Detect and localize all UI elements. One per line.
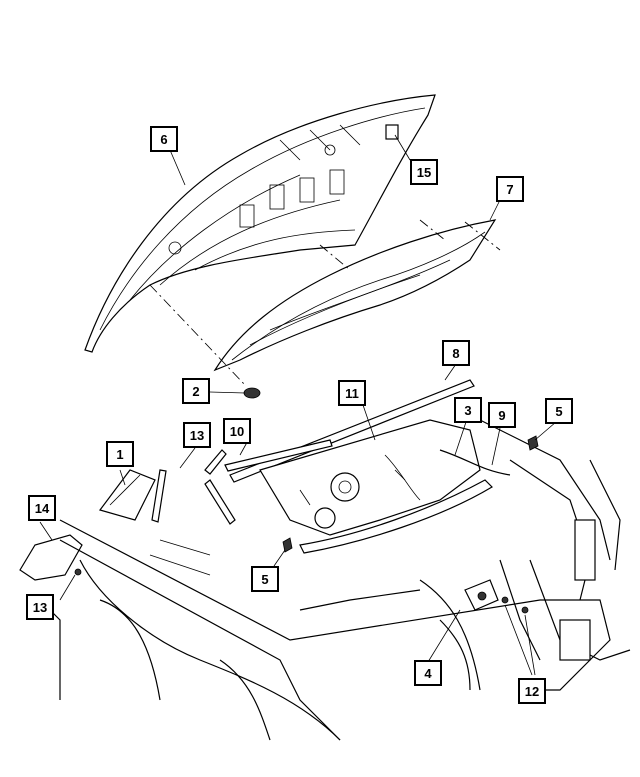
callout-15: 15 [410, 159, 438, 185]
cowl-panel [259, 419, 481, 536]
callout-14: 14 [28, 495, 56, 521]
hood-panel [84, 94, 436, 353]
release-cable [439, 449, 511, 476]
callout-11: 11 [338, 380, 366, 406]
callout-5-right: 5 [545, 398, 573, 424]
hood-latch [464, 579, 499, 611]
callout-13-left: 13 [26, 594, 54, 620]
cowl-seal [224, 439, 333, 472]
hood-hinge [98, 469, 156, 521]
callout-10: 10 [223, 418, 251, 444]
hood-bumper-left [19, 534, 83, 581]
callout-4: 4 [414, 660, 442, 686]
callout-3: 3 [454, 397, 482, 423]
leader-lines [39, 134, 557, 676]
callout-6: 6 [150, 126, 178, 152]
callout-12: 12 [518, 678, 546, 704]
callout-1: 1 [106, 441, 134, 467]
callout-9: 9 [488, 402, 516, 428]
hood-insulator [213, 219, 497, 372]
support-strip [299, 479, 493, 554]
vehicle-front-structure [39, 419, 631, 741]
callout-2: 2 [182, 378, 210, 404]
callout-7: 7 [496, 176, 524, 202]
callout-8: 8 [442, 340, 470, 366]
weatherstrip [229, 379, 475, 483]
callout-5-left: 5 [251, 566, 279, 592]
headlamp-bracket [559, 619, 591, 661]
hood-strut [151, 449, 236, 525]
callout-13-top: 13 [183, 422, 211, 448]
hood-pad [243, 387, 261, 399]
